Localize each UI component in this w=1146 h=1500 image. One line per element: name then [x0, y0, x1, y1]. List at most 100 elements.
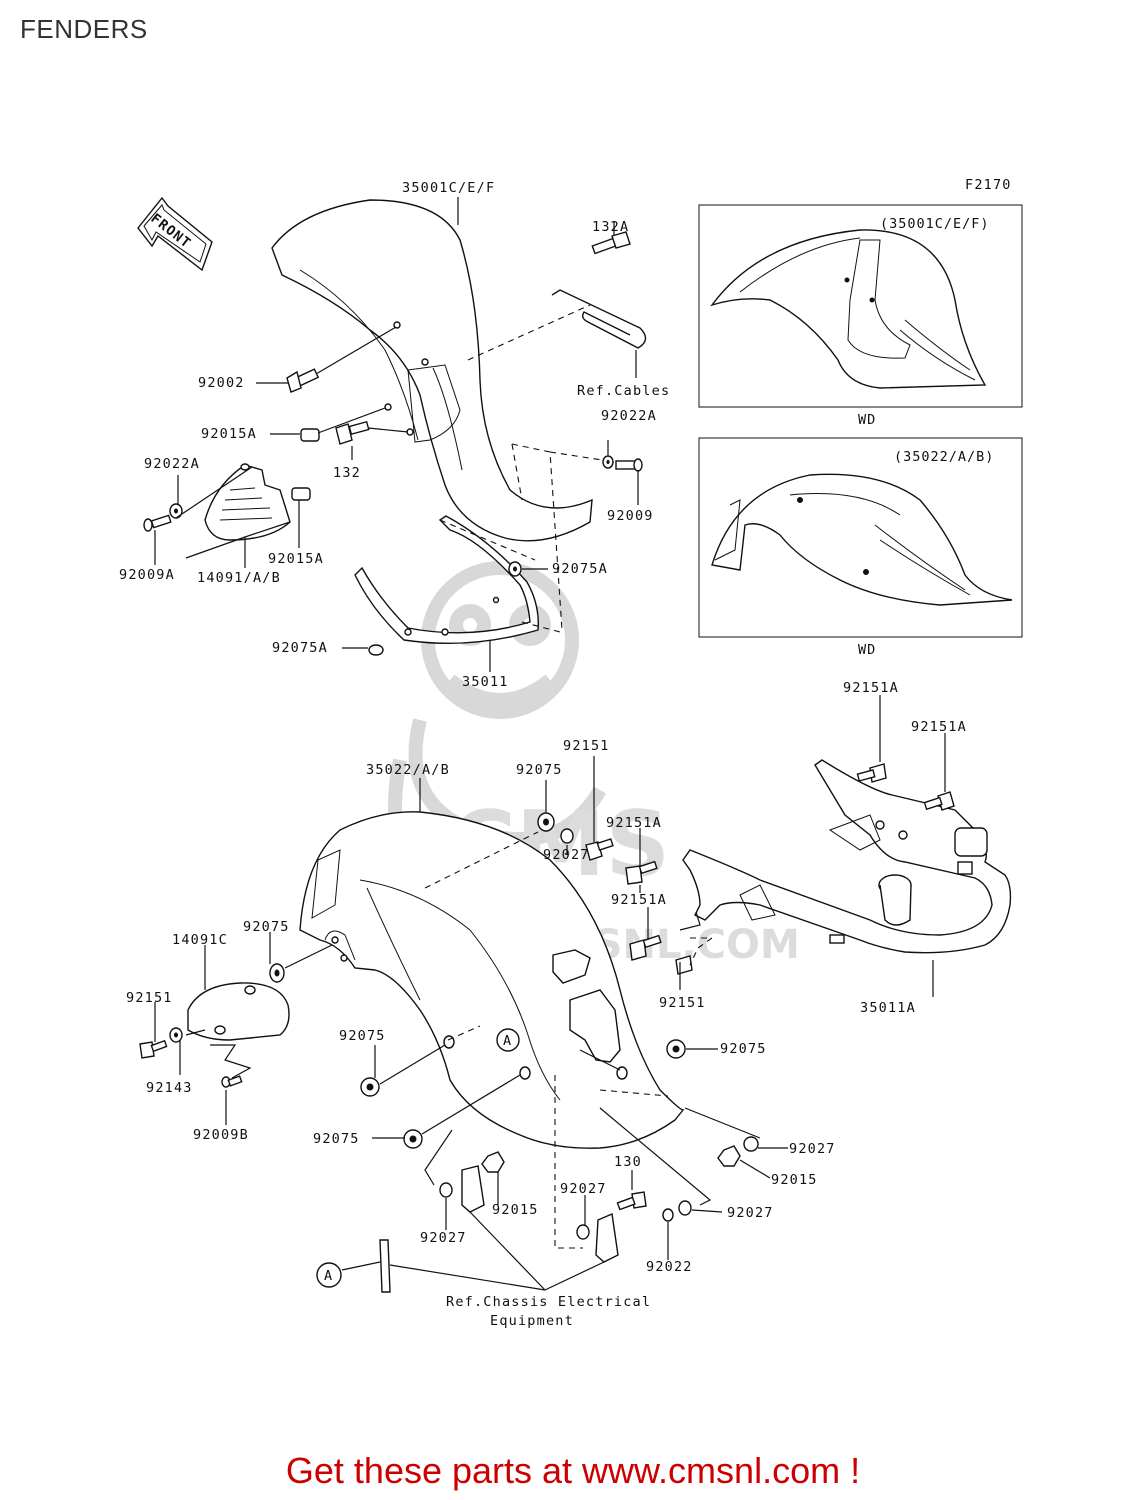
label-92075-side: 92075: [243, 919, 290, 935]
label-35011: 35011: [462, 674, 509, 690]
washer-92022a-left-icon: [169, 503, 183, 519]
collar-92015a-icon: [300, 428, 320, 442]
label-92015a-low: 92015A: [268, 551, 324, 567]
front-fender: [271, 199, 593, 542]
front-fender-group: [143, 197, 647, 672]
bolt-92151a-low-icon: [629, 934, 662, 961]
damper-92075-right-icon: [666, 1039, 686, 1059]
label-92151a-top: 92151A: [843, 680, 899, 696]
washer-92022-icon: [662, 1208, 674, 1222]
label-92015a-top: 92015A: [201, 426, 257, 442]
label-ref-chassis-line1: Ref.Chassis Electrical: [446, 1294, 651, 1310]
front-direction-arrow: FRONT: [137, 196, 213, 272]
label-14091-a-b: 14091/A/B: [197, 570, 281, 586]
washer-92143-icon: [169, 1027, 183, 1043]
nut-92015-right-icon: [717, 1145, 741, 1167]
label-92027-left: 92027: [420, 1230, 467, 1246]
label-92075-low: 92075: [313, 1131, 360, 1147]
label-92075a-right: 92075A: [552, 561, 608, 577]
damper-92075a-right-icon: [508, 561, 522, 577]
bolt-92009-icon: [615, 458, 643, 472]
washer-92022a-icon: [602, 455, 614, 469]
promo-banner[interactable]: Get these parts at www.cmsnl.com !: [285, 1450, 861, 1491]
ref-marker-a-bottom-text: A: [324, 1268, 333, 1284]
nut-92015-mid-icon: [481, 1151, 505, 1173]
damper-92075a-left-icon: [368, 644, 384, 656]
damper-92075-left-icon: [360, 1077, 380, 1097]
label-92022: 92022: [646, 1259, 693, 1275]
label-92027-mid: 92027: [560, 1181, 607, 1197]
damper-92075-side-icon: [269, 963, 285, 983]
bolt-92151a-mid-icon: [625, 860, 658, 885]
label-35011a: 35011A: [860, 1000, 916, 1016]
label-35022-a-b: 35022/A/B: [366, 762, 450, 778]
inset-front-variant: (35001C/E/F): [880, 216, 990, 232]
ref-marker-a-top-text: A: [503, 1033, 512, 1049]
label-92075-right: 92075: [720, 1041, 767, 1057]
label-92075-left: 92075: [339, 1028, 386, 1044]
damper-92075-low-icon: [403, 1129, 423, 1149]
page-title: FENDERS: [20, 14, 148, 44]
ref-marker-a-top: A: [496, 1028, 520, 1052]
wiring-clamp-right-icon: [595, 1212, 619, 1263]
collar-92027-r1-icon: [743, 1136, 759, 1152]
label-92009: 92009: [607, 508, 654, 524]
label-ref-chassis-line2: Equipment: [490, 1313, 574, 1329]
rear-fender-group: A A: [139, 695, 1012, 1293]
label-92151-left: 92151: [126, 990, 173, 1006]
wiring-clamp-left-icon: [461, 1165, 485, 1213]
inset-front-fender: (35001C/E/F) WD: [698, 204, 1023, 428]
label-92022a-right: 92022A: [601, 408, 657, 424]
collar-92015a-low-icon: [291, 487, 311, 501]
label-92075-top: 92075: [516, 762, 563, 778]
label-35001c-e-f: 35001C/E/F: [402, 180, 495, 196]
collar-92027-top-icon: [560, 828, 574, 844]
bolt-92151-top-icon: [585, 838, 614, 861]
bolt-92009a-icon: [143, 514, 172, 532]
inset-rear-fender: (35022/A/B) WD: [698, 437, 1023, 658]
inset-rear-caption: WD: [858, 642, 876, 658]
label-92151-mid: 92151: [659, 995, 706, 1011]
inset-rear-variant: (35022/A/B): [894, 449, 994, 465]
figure-code: F2170: [965, 177, 1012, 193]
bolt-92009b-icon: [221, 1075, 243, 1088]
bolt-92151a-top-icon: [856, 763, 887, 783]
label-92009a: 92009A: [119, 567, 175, 583]
collar-92027-left-icon: [439, 1182, 453, 1198]
label-92027-r2: 92027: [727, 1205, 774, 1221]
bolt-92002-icon: [286, 368, 320, 393]
label-130: 130: [614, 1154, 642, 1170]
cable-guide-icon: [551, 289, 647, 349]
collar-92027-mid-icon: [576, 1224, 590, 1240]
wire-harness-icon: [379, 1239, 391, 1293]
bolt-92151-mid-icon: [675, 955, 693, 975]
label-92143: 92143: [146, 1080, 193, 1096]
label-92027-r1: 92027: [789, 1141, 836, 1157]
damper-92075-top-icon: [537, 812, 555, 832]
ref-marker-a-bottom: A: [316, 1262, 342, 1288]
rear-cover-14091c: [187, 982, 290, 1041]
label-92002: 92002: [198, 375, 245, 391]
bolt-92151a-right-icon: [923, 791, 955, 811]
bolt-132a-icon: [591, 231, 631, 255]
label-132a: 132A: [592, 219, 629, 235]
label-92151-top: 92151: [563, 738, 610, 754]
label-ref-cables: Ref.Cables: [577, 383, 670, 399]
bolt-132-icon: [335, 420, 370, 445]
label-92151a-right: 92151A: [911, 719, 967, 735]
front-cover-14091: [204, 464, 291, 541]
label-92075a-left: 92075A: [272, 640, 328, 656]
label-132: 132: [333, 465, 361, 481]
label-92015-mid: 92015: [492, 1202, 539, 1218]
collar-92027-r2-icon: [678, 1200, 692, 1216]
bolt-130-icon: [616, 1191, 647, 1211]
label-92151a-mid: 92151A: [606, 815, 662, 831]
inset-front-caption: WD: [858, 412, 876, 428]
bolt-92151-left-icon: [139, 1039, 168, 1059]
label-14091c: 14091C: [172, 932, 228, 948]
label-92009b: 92009B: [193, 1127, 249, 1143]
label-92027-top: 92027: [543, 847, 590, 863]
mount-plate-icon: [552, 949, 591, 984]
label-92015-right: 92015: [771, 1172, 818, 1188]
